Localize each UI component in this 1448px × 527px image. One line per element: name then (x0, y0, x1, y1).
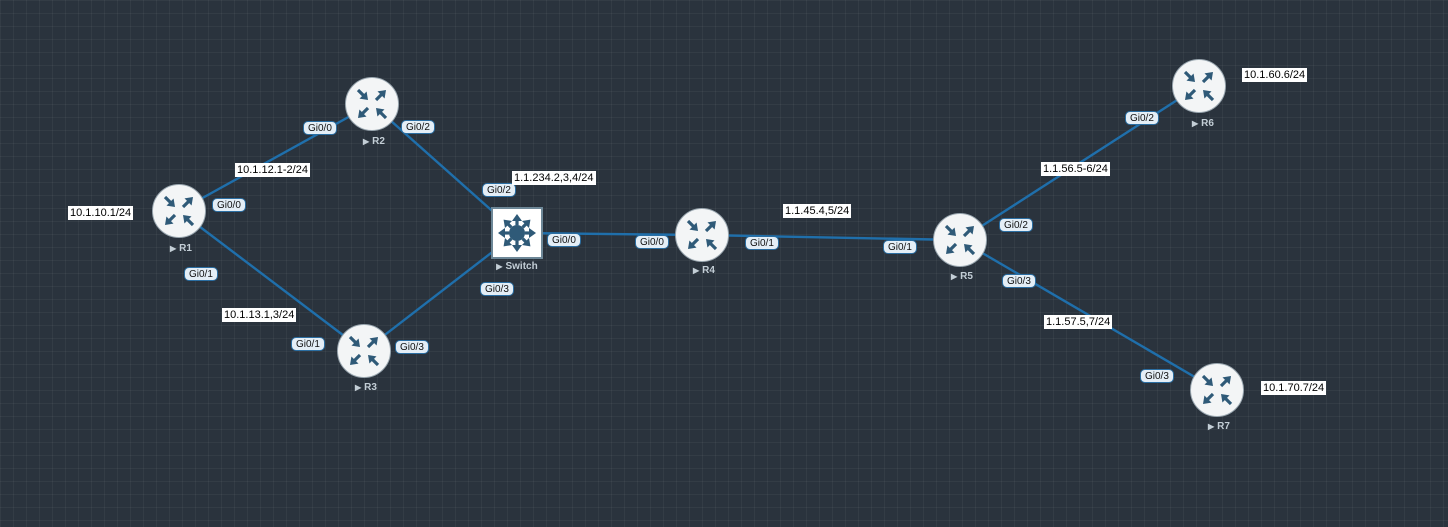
net-label-r6-lan: 10.1.60.6/24 (1242, 68, 1308, 82)
iface-r5-gi02[interactable]: Gi0/2 (999, 218, 1033, 232)
net-label-r1-r3: 10.1.13.1,3/24 (222, 308, 297, 322)
node-label-r3: ▶R3 (355, 382, 377, 393)
iface-r4-gi01[interactable]: Gi0/1 (745, 236, 779, 250)
router-icon[interactable] (345, 77, 399, 131)
router-arrows-icon (944, 224, 976, 256)
iface-r5-gi01[interactable]: Gi0/1 (883, 240, 917, 254)
node-label-r6: ▶R6 (1192, 118, 1214, 129)
layer3-switch-icon (498, 214, 536, 252)
play-icon[interactable]: ▶ (496, 262, 503, 271)
node-label-r2: ▶R2 (363, 136, 385, 147)
net-label-r1-r2: 10.1.12.1-2/24 (235, 163, 310, 177)
node-label-switch: ▶Switch (496, 261, 538, 272)
play-icon[interactable]: ▶ (355, 383, 362, 392)
node-label-r4: ▶R4 (693, 265, 715, 276)
router-arrows-icon (356, 88, 388, 120)
link-r1-r3[interactable] (178, 210, 365, 352)
router-arrows-icon (686, 219, 718, 251)
router-icon[interactable] (1172, 59, 1226, 113)
iface-switch-gi02[interactable]: Gi0/2 (482, 183, 516, 197)
node-label-r5: ▶R5 (951, 271, 973, 282)
iface-r3-gi03[interactable]: Gi0/3 (395, 340, 429, 354)
link-r1-r2[interactable] (178, 102, 373, 213)
iface-switch-gi03[interactable]: Gi0/3 (480, 282, 514, 296)
play-icon[interactable]: ▶ (1208, 422, 1215, 431)
switch-icon[interactable] (491, 207, 543, 259)
net-label-r5-r7: 1.1.57.5,7/24 (1044, 315, 1113, 329)
iface-r3-gi01[interactable]: Gi0/1 (291, 337, 325, 351)
net-label-r4-r5: 1.1.45.4,5/24 (783, 204, 852, 218)
play-icon[interactable]: ▶ (1192, 119, 1199, 128)
node-label-r7: ▶R7 (1208, 421, 1230, 432)
net-label-r7-lan: 10.1.70.7/24 (1261, 381, 1327, 395)
iface-r6-gi02[interactable]: Gi0/2 (1125, 111, 1159, 125)
iface-r1-gi01[interactable]: Gi0/1 (184, 267, 218, 281)
router-icon[interactable] (933, 213, 987, 267)
iface-r2-gi02[interactable]: Gi0/2 (401, 120, 435, 134)
router-icon[interactable] (152, 184, 206, 238)
link-r4-r5[interactable] (701, 233, 961, 242)
router-icon[interactable] (1190, 363, 1244, 417)
play-icon[interactable]: ▶ (363, 137, 370, 146)
iface-r2-gi00[interactable]: Gi0/0 (303, 121, 337, 135)
iface-r5-gi03[interactable]: Gi0/3 (1002, 274, 1036, 288)
iface-switch-gi00[interactable]: Gi0/0 (547, 233, 581, 247)
net-label-r1-lan: 10.1.10.1/24 (68, 206, 134, 220)
router-icon[interactable] (675, 208, 729, 262)
net-label-r5-r6: 1.1.56.5-6/24 (1041, 162, 1110, 176)
iface-r4-gi00[interactable]: Gi0/0 (635, 235, 669, 249)
play-icon[interactable]: ▶ (170, 244, 177, 253)
router-icon[interactable] (337, 324, 391, 378)
router-arrows-icon (1201, 374, 1233, 406)
router-arrows-icon (1183, 70, 1215, 102)
play-icon[interactable]: ▶ (693, 266, 700, 275)
iface-r1-gi00[interactable]: Gi0/0 (212, 198, 246, 212)
node-label-r1: ▶R1 (170, 243, 192, 254)
iface-r7-gi03[interactable]: Gi0/3 (1140, 369, 1174, 383)
router-arrows-icon (163, 195, 195, 227)
router-arrows-icon (348, 335, 380, 367)
net-label-switch-segment: 1.1.234.2,3,4/24 (512, 171, 596, 185)
play-icon[interactable]: ▶ (951, 272, 958, 281)
